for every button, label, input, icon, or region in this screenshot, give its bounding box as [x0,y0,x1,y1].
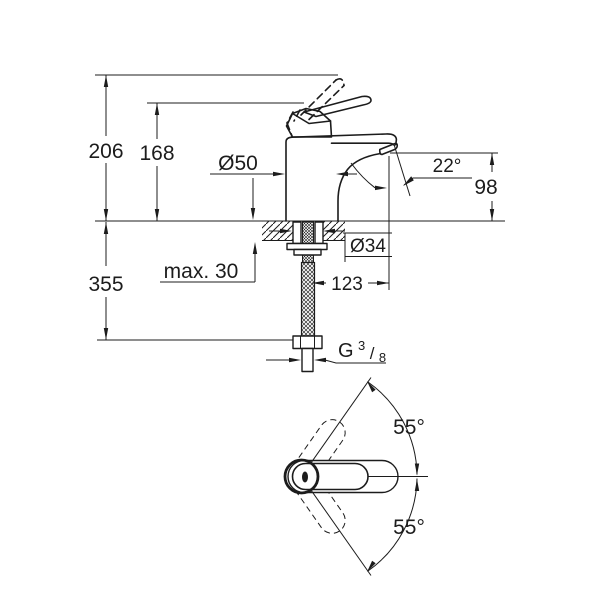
cartridge-circle [283,458,320,495]
label-lever-height: 168 [139,142,174,165]
label-hose-length: 355 [88,273,123,296]
dimension-55-upper [309,377,420,476]
faucet-body [285,133,399,222]
lever-raised-dashed [286,78,345,137]
flexible-hose [300,261,316,337]
dimension-98 [489,153,495,221]
label-swivel-lower: 55° [393,516,425,539]
top-view [283,377,428,576]
pivot-mark [302,471,308,483]
dimension-123 [312,280,389,286]
dimension-355 [103,222,109,340]
extension-lines [95,74,505,341]
dimension-g38 [266,357,386,364]
dimension-d34 [269,228,392,262]
dimension-168 [154,103,160,221]
label-body-diameter: Ø50 [218,152,258,175]
dimension-max30 [160,178,258,283]
dimension-d50 [210,171,357,177]
dimension-206 [103,75,109,221]
label-outlet-height: 98 [474,176,497,199]
hose-connector-nut [292,335,323,350]
label-spout-angle: 22° [433,156,462,177]
label-deck-thickness: max. 30 [164,260,239,283]
dimension-22deg [350,145,472,197]
handle-plan [283,458,399,495]
lever-closed [285,95,372,138]
label-thread-size: G 3 / 8 [338,337,386,365]
installation-shank [286,221,328,373]
label-hole-diameter: Ø34 [350,236,386,257]
dimension-55-lower [309,478,420,576]
label-spout-reach: 123 [331,274,363,295]
connector-tube [301,347,314,373]
label-overall-height: 206 [88,140,123,163]
aerator [378,142,399,156]
side-view [95,74,505,373]
dimension-labels: 206 168 Ø50 22° 98 max. 30 Ø34 123 355 G… [88,140,497,539]
label-swivel-upper: 55° [393,416,425,439]
